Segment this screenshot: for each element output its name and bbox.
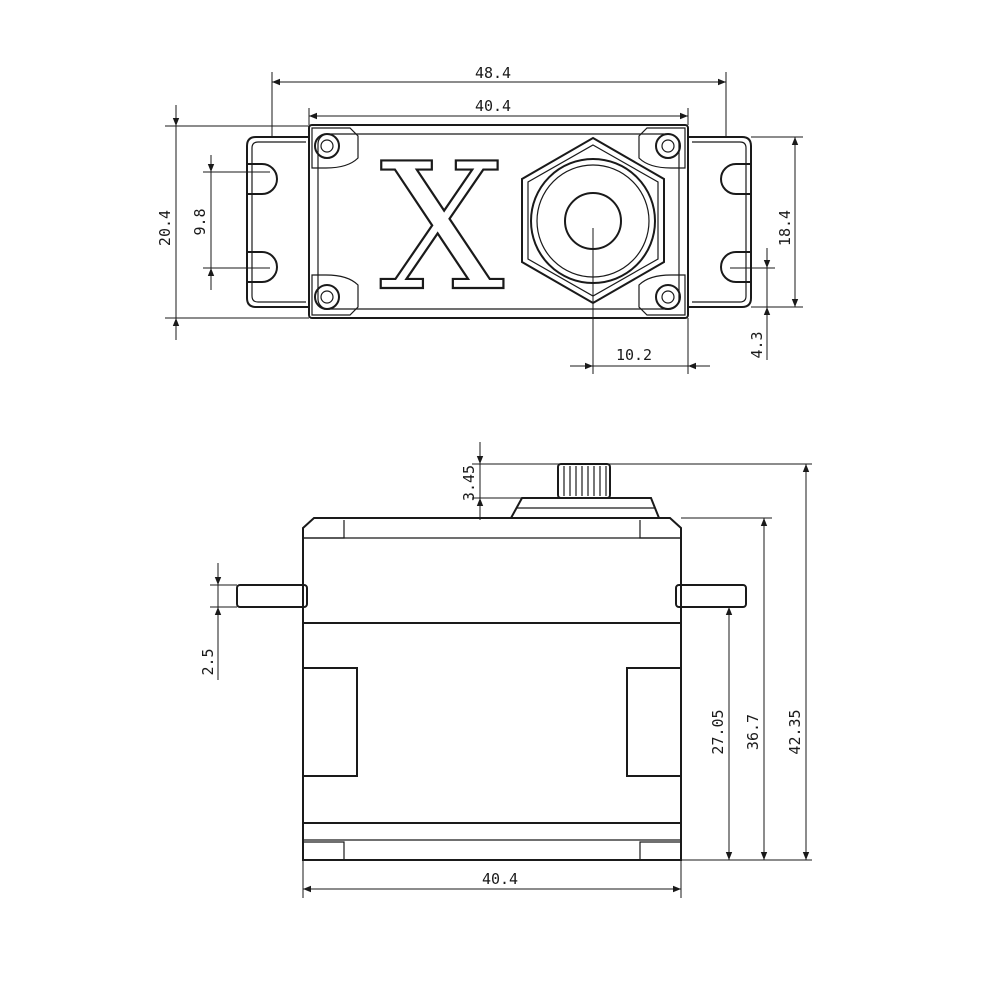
right-mounting-tab <box>688 136 752 308</box>
right-lower-slot <box>720 251 751 283</box>
top-view: X 48.4 40.4 20.4 <box>156 64 803 374</box>
dim-hole-spacing: 9.8 <box>191 155 270 290</box>
dim-tab-depth: 18.4 <box>751 136 803 308</box>
dim-40-4-top-label: 40.4 <box>475 97 511 115</box>
dim-spline-height: 3.45 <box>460 442 812 520</box>
dim-shaft-offset: 10.2 <box>570 228 710 374</box>
dim-40-4-bottom-label: 40.4 <box>482 870 518 888</box>
dim-20-4-label: 20.4 <box>156 210 174 246</box>
dim-27-05-label: 27.05 <box>709 709 727 754</box>
top-body-inner <box>317 133 680 310</box>
screw-top-right <box>638 127 686 169</box>
side-case-outline <box>302 517 682 861</box>
left-lower-slot <box>247 251 278 283</box>
dim-tab-thickness: 2.5 <box>199 563 237 680</box>
dim-3-45-label: 3.45 <box>460 465 478 501</box>
screw-bottom-left <box>311 274 359 316</box>
right-side-window <box>626 667 682 777</box>
dim-hole-edge-offset: 4.3 <box>730 248 775 360</box>
dim-case-height: 36.7 <box>681 517 772 860</box>
top-body-outer <box>308 124 689 319</box>
dim-36-7-label: 36.7 <box>744 714 762 750</box>
right-tab-inner-outline <box>692 141 747 303</box>
dim-10-2-label: 10.2 <box>616 346 652 364</box>
dim-18-4-label: 18.4 <box>776 210 794 246</box>
output-spline <box>557 463 611 499</box>
left-upper-slot <box>247 163 278 195</box>
side-case-top-chamfer <box>303 520 681 539</box>
dim-42-35-label: 42.35 <box>786 709 804 754</box>
screw-top-left <box>311 127 359 169</box>
left-tab-inner-outline <box>251 141 306 303</box>
dim-body-width-top: 40.4 <box>308 97 689 125</box>
side-view: 3.45 2.5 27.05 36.7 42.35 <box>199 442 812 898</box>
right-mounting-tab-side <box>675 584 747 608</box>
dim-tab-height: 27.05 <box>681 607 812 861</box>
dim-overall-height: 42.35 <box>786 464 810 860</box>
dim-9-8-label: 9.8 <box>191 208 209 235</box>
dim-overall-depth: 20.4 <box>156 105 309 340</box>
side-case-bottom-feet <box>303 841 681 860</box>
right-upper-slot <box>720 163 751 195</box>
left-mounting-tab <box>246 136 310 308</box>
dim-2-5-label: 2.5 <box>199 648 217 675</box>
dim-48-4-label: 48.4 <box>475 64 511 82</box>
left-mounting-tab-side <box>236 584 308 608</box>
logo-x-letter: X <box>380 127 505 330</box>
screw-bottom-right <box>638 274 686 316</box>
left-side-window <box>302 667 358 777</box>
dim-body-width-bottom: 40.4 <box>302 860 682 898</box>
dim-4-3-label: 4.3 <box>748 331 766 358</box>
